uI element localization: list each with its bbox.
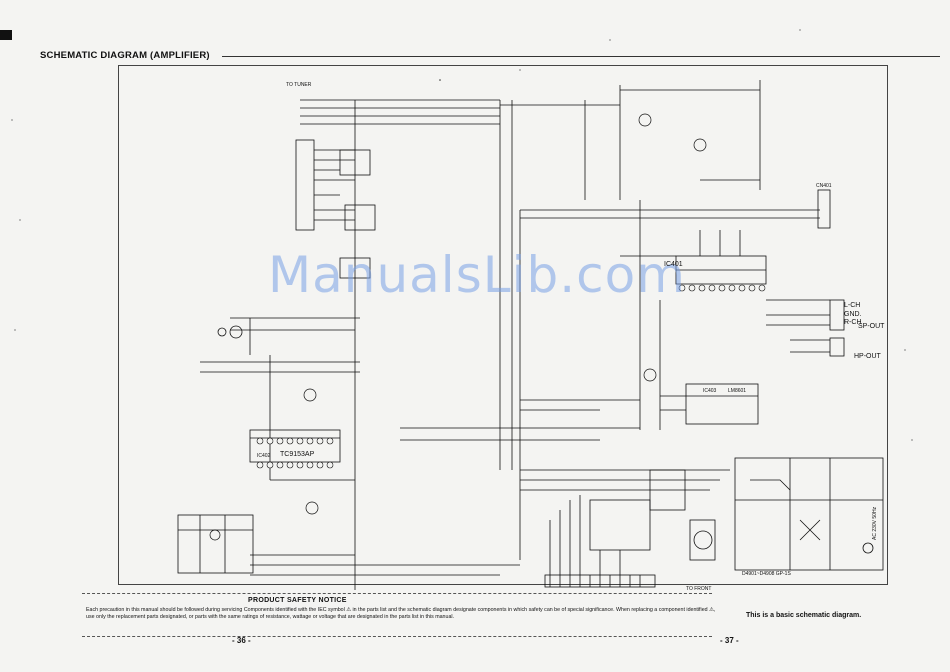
label-ic402-part: TC9153AP	[280, 451, 315, 458]
page-number-right: - 37 -	[720, 636, 739, 645]
label-to-tuner: TO TUNER	[286, 82, 312, 88]
safety-notice-title: PRODUCT SAFETY NOTICE	[248, 597, 347, 604]
label-r-ch: R-CH	[844, 319, 862, 326]
label-gnd: GND.	[844, 311, 862, 318]
label-diode-note: D4901~D4908 GP-1S	[742, 571, 791, 577]
label-ic402: IC402	[257, 453, 271, 459]
watermark: ManualsLib.com	[268, 246, 686, 304]
label-cn401: CN401	[816, 183, 832, 189]
page-title: SCHEMATIC DIAGRAM (AMPLIFIER)	[40, 50, 210, 61]
label-to-front: TO FRONT	[686, 586, 712, 592]
label-ic403-part: LM8601	[728, 388, 747, 394]
label-sp-out: SP-OUT	[858, 323, 885, 330]
safety-notice-text: Each precaution in this manual should be…	[86, 607, 716, 620]
corner-mark	[0, 30, 12, 40]
label-hp-out: HP-OUT	[854, 353, 881, 360]
label-l-ch: L-CH	[844, 302, 861, 309]
page-number-left: - 36 -	[232, 636, 251, 645]
schematic-frame	[118, 65, 888, 585]
label-ac-input: AC 230V 50Hz	[872, 506, 878, 540]
safety-notice-box	[82, 593, 712, 637]
basic-schematic-note: This is a basic schematic diagram.	[746, 612, 862, 619]
label-ic403: IC403	[703, 388, 717, 394]
label-ic401: IC401	[664, 261, 683, 268]
title-rule	[222, 56, 940, 57]
